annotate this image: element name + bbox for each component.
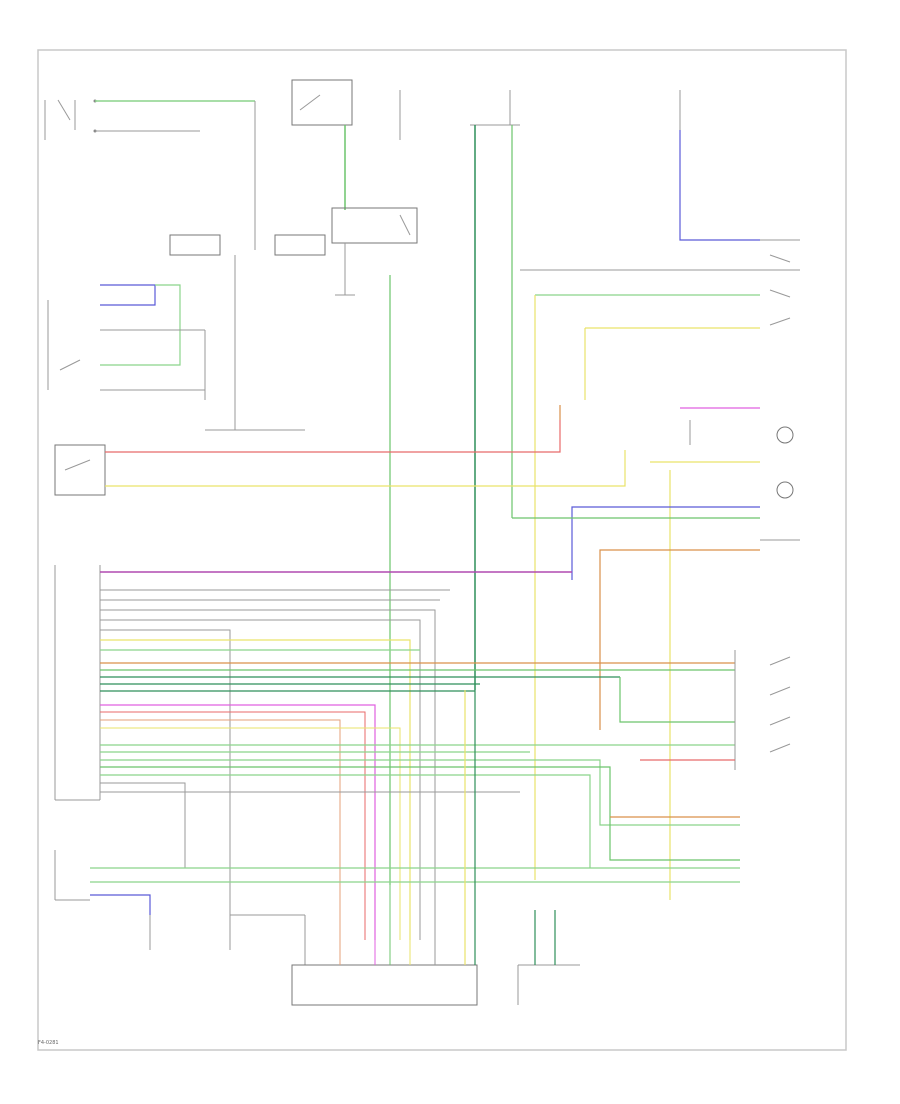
switch-group-top-right: [769, 254, 791, 326]
clutch-switch-box: [54, 444, 106, 496]
relay-boxes-left: [169, 234, 326, 256]
wire-yellow-clutch: [105, 450, 626, 487]
wire-gray-ecu-1: [100, 609, 436, 940]
switch-group-bottom-right: [734, 650, 791, 770]
inhibitor-switch: [44, 99, 97, 140]
sensor-bottom-left: [54, 850, 90, 901]
wire-green-left: [100, 284, 181, 366]
engine-control-module-box: [291, 964, 478, 1006]
wire-blue-left: [100, 284, 156, 306]
ecu-connector-left: [54, 565, 101, 801]
neutral-switch: [47, 300, 81, 390]
wire-red-clutch: [105, 420, 561, 453]
wire-blue-middle: [571, 506, 760, 580]
indicator-lamps: [776, 426, 794, 499]
diagram-code: F4-0281: [38, 1040, 59, 1046]
wire-pink-ecu: [100, 704, 376, 940]
transmission-connector: [517, 910, 580, 1005]
diagram-frame: [37, 49, 847, 1051]
wire-orange-middle: [599, 549, 760, 730]
relay-top: [291, 79, 353, 126]
wire-blue-top-right: [679, 130, 760, 241]
wire-blue-bottom: [90, 894, 151, 915]
main-relay: [331, 207, 418, 244]
